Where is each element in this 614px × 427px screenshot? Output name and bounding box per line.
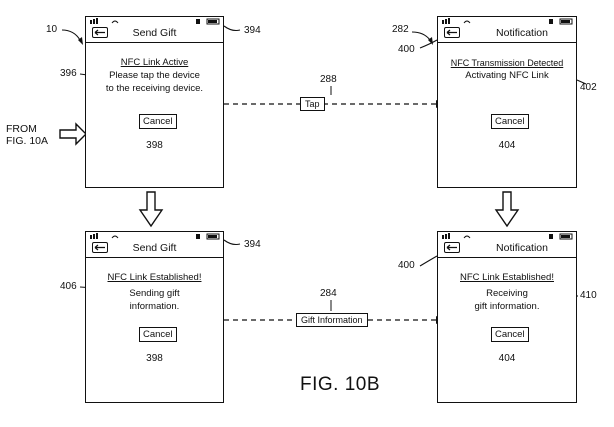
back-arrow-icon [446,29,458,36]
message-line-1: Receiving [438,288,576,300]
status-bar [86,17,223,25]
title-bar: Send Gift [86,26,223,43]
screen-title: Send Gift [86,242,223,254]
ref-396-label: 396 [60,68,77,80]
message-line-2: information. [86,301,223,313]
ref-394-top-label: 394 [244,25,261,37]
ref-410-label: 410 [580,290,597,302]
status-bar [438,232,576,240]
ref-400-bottom-label: 400 [398,260,415,272]
device-ref-arrow [62,30,80,40]
message-heading: NFC Link Established! [438,272,576,284]
screen-title: Notification [468,27,576,39]
message-line-1: Sending gift [86,288,223,300]
cancel-button[interactable]: Cancel [139,327,177,342]
down-arrow-right [496,192,518,226]
device-ref-label: 10 [46,24,57,36]
message-heading: NFC Link Active [86,57,223,69]
phone-notification-top: Notification NFC Transmission Detected A… [437,16,577,188]
status-bar [438,17,576,25]
ref-282-label: 282 [392,24,409,36]
phone-send-gift-bottom: Send Gift NFC Link Established! Sending … [85,231,224,403]
ref-394-bottom-label: 394 [244,239,261,251]
cancel-button[interactable]: Cancel [491,327,529,342]
message-line-2: gift information. [438,301,576,313]
message-line-1: Please tap the device [86,70,223,82]
from-label-line-2: FIG. 10A [6,135,48,147]
from-arrow [60,124,86,144]
figure-label: FIG. 10B [300,374,380,396]
ref-400-bottom-leader [420,256,437,266]
gift-info-label-box: Gift Information [296,313,368,327]
from-label: FROM FIG. 10A [6,123,48,147]
ref-394-top-leader [224,26,240,31]
ref-284-label: 284 [320,288,337,300]
screen-title: Notification [468,242,576,254]
title-bar: Notification [438,26,576,43]
screen-title: Send Gift [86,27,223,39]
cancel-ref: 398 [86,353,223,365]
message-heading: NFC Link Established! [86,272,223,284]
back-button[interactable] [444,242,460,253]
ref-402-label: 402 [580,82,597,94]
status-bar [86,232,223,240]
message-line-2: to the receiving device. [86,83,223,95]
cancel-ref: 398 [86,140,223,152]
ref-394-bottom-leader [224,240,240,245]
tap-label-box: Tap [300,97,325,111]
from-label-line-1: FROM [6,123,48,135]
phone-send-gift-top: Send Gift NFC Link Active Please tap the… [85,16,224,188]
ref-400-top-label: 400 [398,44,415,56]
cancel-button[interactable]: Cancel [139,114,177,129]
title-bar: Send Gift [86,241,223,258]
message-line-1: Activating NFC Link [438,70,576,82]
back-arrow-icon [446,244,458,251]
cancel-button[interactable]: Cancel [491,114,529,129]
title-bar: Notification [438,241,576,258]
down-arrow-left [140,192,162,226]
cancel-ref: 404 [438,140,576,152]
ref-282-arrow [412,32,430,40]
message-heading: NFC Transmission Detected [438,57,576,69]
phone-notification-bottom: Notification NFC Link Established! Recei… [437,231,577,403]
ref-400-top-leader [420,40,437,48]
ref-406-label: 406 [60,281,77,293]
ref-288-label: 288 [320,74,337,86]
back-button[interactable] [444,27,460,38]
cancel-ref: 404 [438,353,576,365]
